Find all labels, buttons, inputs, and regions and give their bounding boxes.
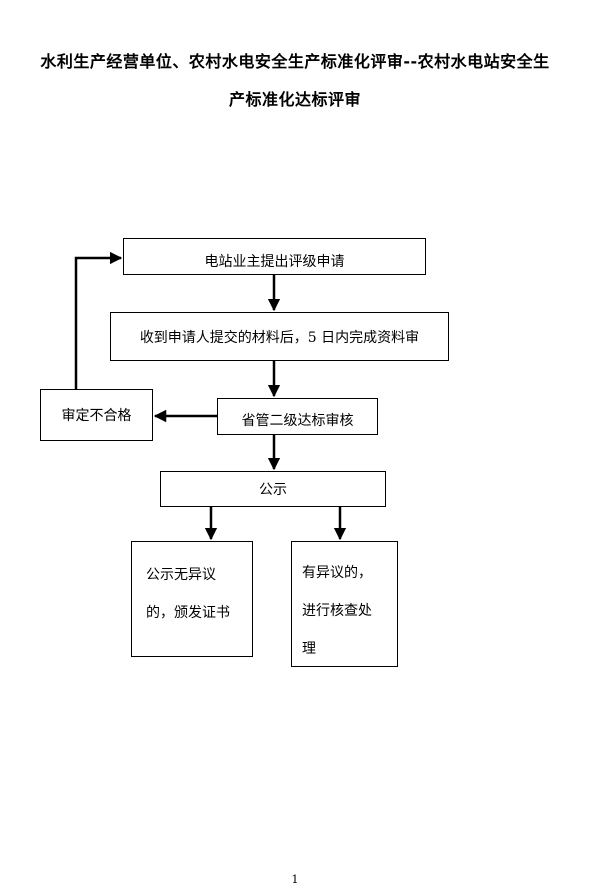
- node-apply: 电站业主提出评级申请: [123, 238, 426, 275]
- node-material-review: 收到申请人提交的材料后，5 日内完成资料审: [110, 312, 449, 361]
- document-title-line-2: 产标准化达标评审: [228, 90, 361, 109]
- node-province-review-label: 省管二级达标审核: [241, 412, 354, 429]
- node-province-review: 省管二级达标审核: [217, 398, 378, 435]
- node-no-objection-line-2: 的，颁发证书: [146, 605, 230, 621]
- arrow-reject-back-to-apply: [74, 251, 123, 389]
- node-no-objection-line-1: 公示无异议: [146, 567, 216, 583]
- node-objection: 有异议的， 进行核查处 理: [291, 541, 398, 667]
- node-objection-line-3: 理: [302, 641, 316, 657]
- node-objection-line-2: 进行核查处: [302, 603, 372, 619]
- node-objection-line-1: 有异议的，: [302, 565, 372, 581]
- node-rejected-label: 审定不合格: [61, 408, 132, 424]
- node-apply-label: 电站业主提出评级申请: [204, 254, 345, 270]
- node-publicity-label: 公示: [259, 482, 287, 498]
- node-publicity: 公示: [160, 471, 386, 507]
- node-material-review-label: 收到申请人提交的材料后，5 日内完成资料审: [139, 329, 420, 346]
- node-no-objection: 公示无异议 的，颁发证书: [131, 541, 253, 657]
- page-number: 1: [291, 873, 299, 886]
- node-rejected: 审定不合格: [40, 389, 153, 441]
- document-title-line-1: 水利生产经营单位、农村水电安全生产标准化评审--农村水电站安全生: [40, 52, 550, 71]
